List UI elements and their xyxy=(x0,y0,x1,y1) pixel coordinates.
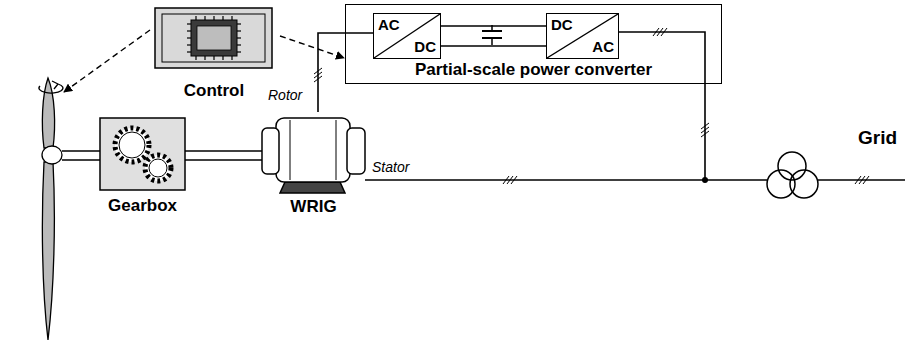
inverter-box: DC AC xyxy=(546,13,619,59)
control-signal xyxy=(64,30,150,92)
grid-label: Grid xyxy=(858,128,897,149)
connector xyxy=(185,151,262,160)
node-label: Gearbox xyxy=(108,197,177,216)
node-label: Partial-scale power converter xyxy=(415,61,652,80)
connector xyxy=(280,36,344,58)
wind-turbine-rotor xyxy=(39,78,63,340)
power-wires xyxy=(365,32,905,182)
low-speed-shaft xyxy=(62,151,100,160)
connector xyxy=(441,26,546,46)
node-label: Control xyxy=(184,82,244,101)
port-label: AC xyxy=(592,39,614,56)
port-label: AC xyxy=(378,17,400,34)
generator-symbol xyxy=(262,118,365,193)
gearbox-box: Gearbox xyxy=(100,116,185,217)
port-label: DC xyxy=(414,39,436,56)
control-unit xyxy=(155,8,272,68)
rectifier-box: AC DC xyxy=(373,13,441,59)
winding-label: Stator xyxy=(372,160,409,175)
converter-box: Partial-scale power converter AC DC DC AC xyxy=(345,4,722,84)
winding-label: Rotor xyxy=(268,88,302,103)
node-label: WRIG xyxy=(290,198,336,217)
port-label: DC xyxy=(551,17,573,34)
transformer-symbol xyxy=(767,152,818,198)
control-box: Control xyxy=(150,6,278,102)
generator-box: WRIG xyxy=(262,112,365,218)
dc-link-capacitor xyxy=(482,25,502,45)
gearbox-housing xyxy=(100,118,185,190)
